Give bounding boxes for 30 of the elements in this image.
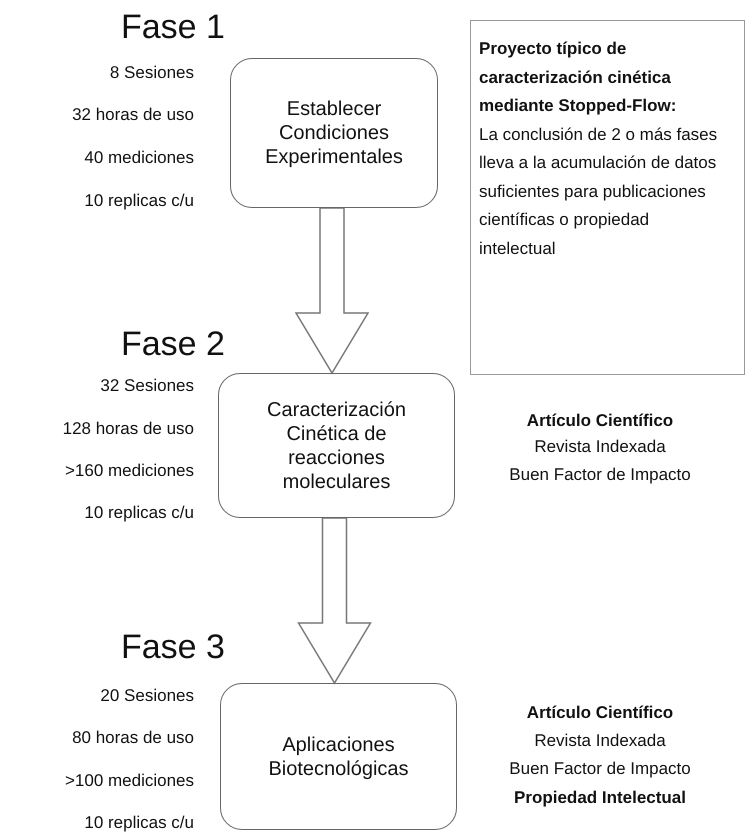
phase-stat: 32 horas de uso bbox=[71, 105, 194, 125]
phase-stat: 10 replicas c/u bbox=[83, 813, 194, 833]
note-box bbox=[470, 20, 745, 375]
phase-stat: 128 horas de uso bbox=[62, 419, 194, 439]
box-label: Establecer Condiciones Experimentales bbox=[264, 97, 404, 169]
phase-stat: 8 Sesiones bbox=[108, 63, 194, 83]
phase-stat: 10 replicas c/u bbox=[83, 191, 194, 211]
phase-stat: 80 horas de uso bbox=[71, 728, 194, 748]
result-note: Artículo Científico bbox=[526, 703, 674, 723]
phase-heading: Fase 2 bbox=[121, 326, 225, 362]
phase-stat: >160 mediciones bbox=[64, 461, 194, 481]
box-label: Caracterización Cinética de reacciones moleculares bbox=[266, 398, 407, 494]
box-label: Aplicaciones Biotecnológicas bbox=[267, 732, 410, 780]
result-note: Buen Factor de Impacto bbox=[508, 465, 692, 485]
phase-stat: 40 mediciones bbox=[83, 148, 194, 168]
note-text: La conclusión de 2 o más fases lleva a la acumulación de datos suficientes para publicaciones científicas o propiedad intelectual bbox=[479, 124, 718, 260]
phase-stat: 32 Sesiones bbox=[99, 376, 194, 396]
phase-stat: >100 mediciones bbox=[64, 771, 194, 791]
result-note: Revista Indexada bbox=[533, 731, 667, 751]
block-arrow bbox=[297, 517, 372, 684]
phase-heading: Fase 1 bbox=[121, 9, 225, 45]
phase-stat: 20 Sesiones bbox=[99, 686, 194, 706]
block-arrow bbox=[294, 207, 370, 374]
result-note: Revista Indexada bbox=[533, 437, 667, 457]
phase-heading: Fase 3 bbox=[121, 629, 225, 665]
result-note: Artículo Científico bbox=[526, 411, 674, 431]
phase-stat: 10 replicas c/u bbox=[83, 503, 194, 523]
result-note: Buen Factor de Impacto bbox=[508, 759, 692, 779]
result-note: Propiedad Intelectual bbox=[513, 788, 687, 808]
note-heading: Proyecto típico de caracterización cinética mediante Stopped-Flow: bbox=[479, 38, 678, 117]
